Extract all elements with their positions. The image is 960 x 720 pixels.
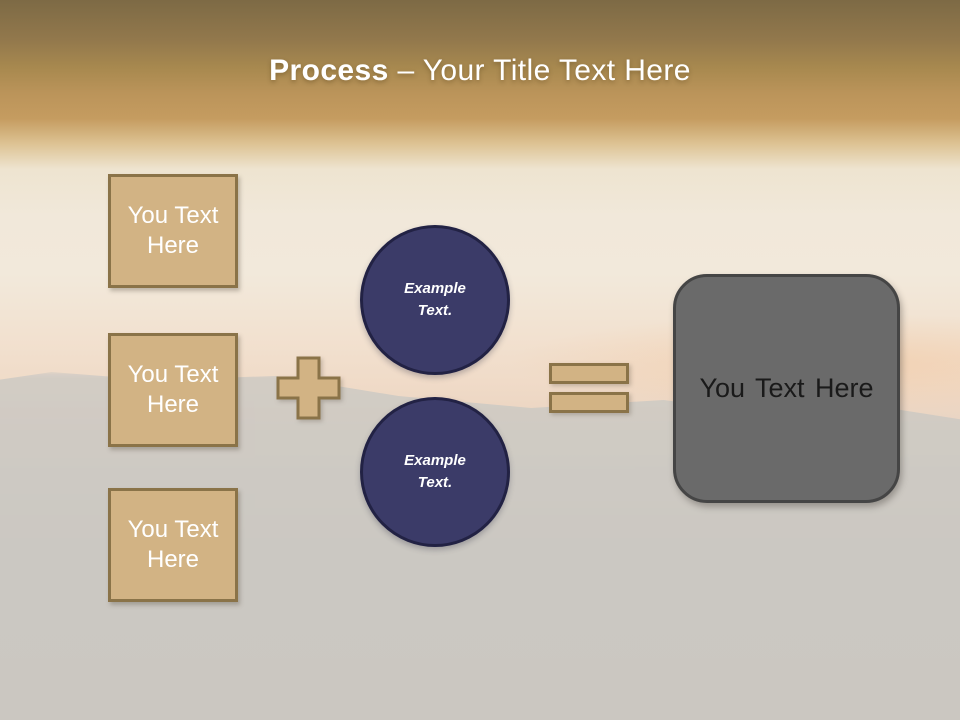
slide-title: Process – Your Title Text Here — [0, 54, 960, 88]
example-circle-1-line1: Example — [404, 280, 466, 298]
result-box: You Text Here — [673, 274, 900, 503]
slide-title-keyword: Process — [269, 54, 389, 87]
equals-icon — [549, 363, 629, 413]
slide-title-subtitle: – Your Title Text Here — [397, 54, 691, 87]
input-box-1-label: You Text Here — [127, 202, 219, 259]
input-box-3-label: You Text Here — [127, 516, 219, 573]
equals-bottom-bar — [549, 392, 629, 413]
example-circle-2: Example Text. — [360, 397, 510, 547]
input-box-2: You Text Here — [108, 333, 238, 447]
example-circle-2-line1: Example — [404, 452, 466, 470]
input-box-1: You Text Here — [108, 174, 238, 288]
example-circle-2-line2: Text. — [417, 474, 453, 491]
example-circle-1-line2: Text. — [417, 302, 453, 319]
example-circle-1: Example Text. — [360, 225, 510, 375]
plus-icon — [276, 356, 341, 420]
input-box-3: You Text Here — [108, 488, 238, 602]
result-box-label: You Text Here — [699, 373, 874, 403]
input-box-2-label: You Text Here — [127, 361, 219, 418]
equals-top-bar — [549, 363, 629, 384]
